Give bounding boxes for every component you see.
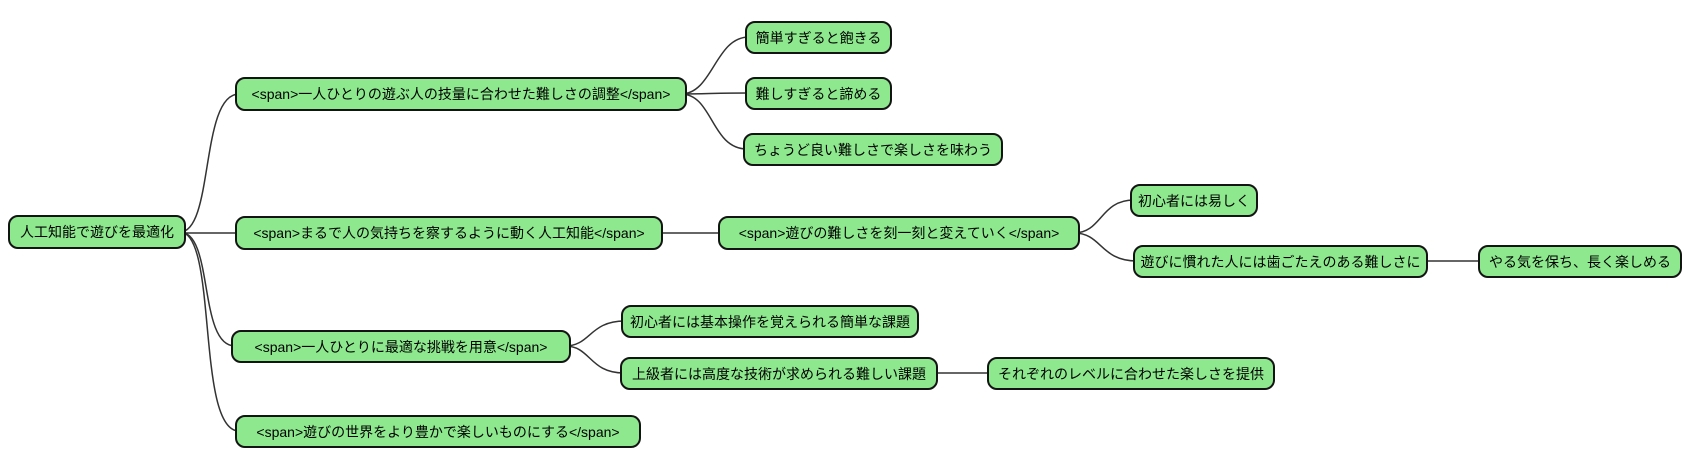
- edge-to-beginner-basic-tasks: [564, 320, 626, 347]
- edge-to-too-easy: [680, 36, 750, 95]
- node-root: 人工知能で遊びを最適化: [8, 215, 186, 249]
- node-easy-for-beginners: 初心者には易しく: [1130, 184, 1258, 217]
- edge-to-easy-for-beginners: [1073, 199, 1135, 234]
- node-just-right-fun: ちょうど良い難しさで楽しさを味わう: [743, 133, 1003, 166]
- node-stay-motivated: やる気を保ち、長く楽しめる: [1478, 245, 1682, 278]
- node-too-easy-boring: 簡単すぎると飽きる: [745, 21, 892, 54]
- edge-to-just-right: [680, 93, 748, 150]
- node-expert-hard-tasks: 上級者には高度な技術が求められる難しい課題: [620, 357, 938, 390]
- edge-root-to-difficulty-adjustment: [179, 93, 240, 233]
- node-beginner-basic-tasks: 初心者には基本操作を覚えられる簡単な課題: [621, 305, 919, 338]
- node-challenging-for-experienced: 遊びに慣れた人には歯ごたえのある難しさに: [1133, 245, 1428, 278]
- node-too-hard-giveup: 難しすぎると諦める: [745, 77, 892, 110]
- node-enrich-play-world: <span>遊びの世界をより豊かで楽しいものにする</span>: [235, 415, 641, 448]
- node-fun-per-level: それぞれのレベルに合わせた楽しさを提供: [987, 357, 1275, 390]
- edge-root-to-optimal-challenge: [179, 231, 236, 347]
- node-ai-reads-feelings: <span>まるで人の気持ちを察するように動く人工知能</span>: [235, 216, 663, 250]
- edge-root-to-enrich-play-world: [179, 231, 240, 432]
- node-adjust-difficulty-realtime: <span>遊びの難しさを刻一刻と変えていく</span>: [718, 216, 1080, 250]
- node-optimal-challenge: <span>一人ひとりに最適な挑戦を用意</span>: [231, 330, 571, 363]
- edge-to-too-hard: [680, 92, 750, 95]
- edge-to-challenging-experienced: [1073, 232, 1138, 262]
- node-difficulty-adjustment: <span>一人ひとりの遊ぶ人の技量に合わせた難しさの調整</span>: [235, 77, 687, 111]
- edge-to-expert-hard-tasks: [564, 345, 625, 374]
